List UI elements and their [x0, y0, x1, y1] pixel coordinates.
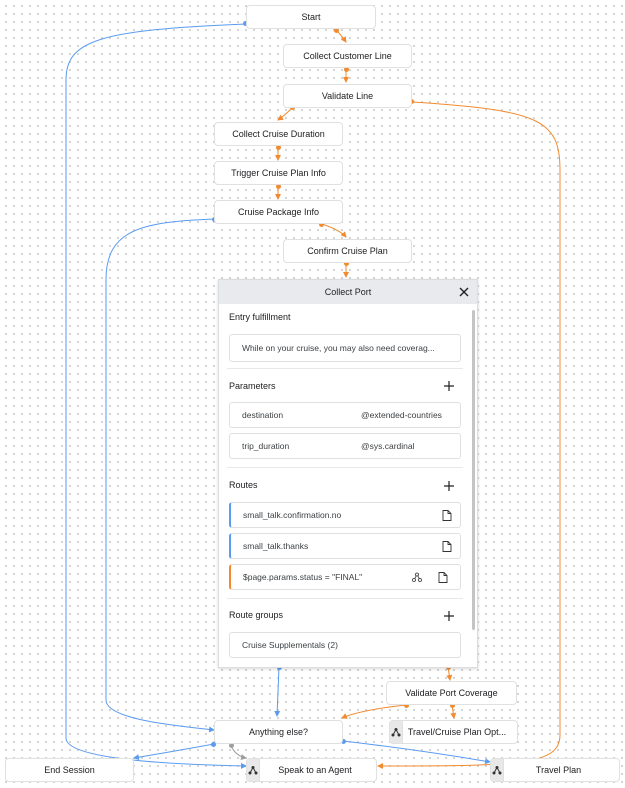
connector-dot[interactable]: [334, 28, 339, 33]
edge-package-confirm: [321, 223, 347, 238]
parameter-row[interactable]: destination @extended-countries: [229, 402, 461, 428]
add-route-icon[interactable]: [444, 481, 454, 491]
document-icon[interactable]: [442, 510, 452, 521]
edge-port-anything: [274, 666, 281, 717]
route-groups-title: Route groups: [229, 610, 284, 620]
node-label: Confirm Cruise Plan: [307, 246, 388, 256]
edge-package-anything: [105, 218, 215, 733]
edge-anything-agent-grey: [230, 745, 247, 760]
add-parameter-icon[interactable]: [444, 381, 454, 391]
connector-dot[interactable]: [211, 742, 216, 747]
document-icon[interactable]: [438, 572, 448, 583]
edge-anything-travelplan: [342, 740, 491, 765]
entry-fulfillment-title: Entry fulfillment: [229, 312, 291, 322]
parameter-row[interactable]: trip_duration @sys.cardinal: [229, 433, 461, 459]
edge-validate-duration: [277, 107, 293, 121]
connector-dot[interactable]: [243, 21, 248, 26]
connector-dot[interactable]: [276, 184, 281, 189]
connector-dot[interactable]: [276, 145, 281, 150]
node-label: Collect Customer Line: [303, 51, 392, 61]
flow-icon: [247, 759, 260, 781]
node-label: Trigger Cruise Plan Info: [231, 168, 326, 178]
route-row[interactable]: small_talk.thanks: [229, 533, 461, 559]
connector-dot[interactable]: [450, 703, 455, 708]
route-label: $page.params.status = "FINAL": [243, 572, 363, 582]
node-label: Collect Cruise Duration: [232, 129, 325, 139]
routes-title: Routes: [229, 480, 258, 490]
document-icon[interactable]: [442, 541, 452, 552]
node-label: Cruise Package Info: [237, 207, 320, 217]
node-validate-line[interactable]: Validate Line: [283, 84, 412, 108]
connector-dot[interactable]: [344, 261, 349, 266]
node-confirm-cruise-plan[interactable]: Confirm Cruise Plan: [283, 239, 412, 263]
node-validate-port-coverage[interactable]: Validate Port Coverage: [386, 681, 517, 705]
node-label: Validate Port Coverage: [405, 688, 498, 698]
node-label: Travel/Cruise Plan Opt...: [407, 727, 507, 737]
parameter-name: destination: [242, 410, 284, 420]
flow-icon: [491, 759, 504, 781]
edge-coverage-anything: [341, 704, 407, 719]
flow-link-icon[interactable]: [412, 572, 422, 583]
panel-title: Collect Port: [324, 287, 372, 297]
edge-anything-end: [133, 743, 215, 761]
route-label: small_talk.confirmation.no: [243, 510, 342, 520]
node-label: End Session: [44, 765, 95, 775]
route-row[interactable]: $page.params.status = "FINAL": [229, 564, 461, 590]
node-collect-customer-line[interactable]: Collect Customer Line: [283, 44, 412, 68]
parameter-type: @sys.cardinal: [361, 441, 415, 451]
flow-icon: [390, 721, 403, 743]
panel-scrollbar[interactable]: [472, 310, 475, 630]
entry-fulfillment-text: While on your cruise, you may also need …: [242, 343, 435, 353]
parameter-name: trip_duration: [242, 441, 290, 451]
parameters-title: Parameters: [229, 381, 276, 391]
route-group-label: Cruise Supplementals (2): [242, 640, 338, 650]
node-speak-to-agent[interactable]: Speak to an Agent: [246, 758, 377, 782]
divider: [227, 368, 463, 369]
node-anything-else[interactable]: Anything else?: [214, 720, 343, 744]
node-trigger-cruise-plan-info[interactable]: Trigger Cruise Plan Info: [214, 161, 343, 185]
connector-dot[interactable]: [341, 739, 346, 744]
node-label: Anything else?: [248, 727, 309, 737]
connector-dot[interactable]: [229, 743, 234, 748]
node-travel-plan[interactable]: Travel Plan: [490, 758, 620, 782]
node-label: Speak to an Agent: [278, 765, 352, 775]
route-row[interactable]: small_talk.confirmation.no: [229, 502, 461, 528]
node-label: Validate Line: [321, 91, 374, 101]
entry-fulfillment-field[interactable]: While on your cruise, you may also need …: [229, 334, 461, 362]
route-label: small_talk.thanks: [243, 541, 309, 551]
connector-dot[interactable]: [404, 703, 409, 708]
add-route-group-icon[interactable]: [444, 611, 454, 621]
node-end-session[interactable]: End Session: [5, 758, 134, 782]
page-detail-panel: Collect Port Entry fulfillment While on …: [218, 279, 478, 668]
node-cruise-package-info[interactable]: Cruise Package Info: [214, 200, 343, 224]
node-start[interactable]: Start: [246, 5, 376, 29]
node-collect-cruise-duration[interactable]: Collect Cruise Duration: [214, 122, 343, 146]
edge-validate-line-agent: [377, 101, 561, 769]
node-travel-cruise-plan-opt[interactable]: Travel/Cruise Plan Opt...: [389, 720, 518, 744]
edge-start-anything: [65, 23, 247, 769]
node-label: Start: [301, 12, 321, 22]
divider: [227, 467, 463, 468]
divider: [227, 598, 463, 599]
connector-dot[interactable]: [319, 222, 324, 227]
connector-dot[interactable]: [344, 67, 349, 72]
node-label: Travel Plan: [535, 765, 582, 775]
route-group-row[interactable]: Cruise Supplementals (2): [229, 632, 461, 658]
panel-header: Collect Port: [219, 280, 477, 304]
close-icon[interactable]: [457, 285, 471, 299]
parameter-type: @extended-countries: [361, 410, 442, 420]
